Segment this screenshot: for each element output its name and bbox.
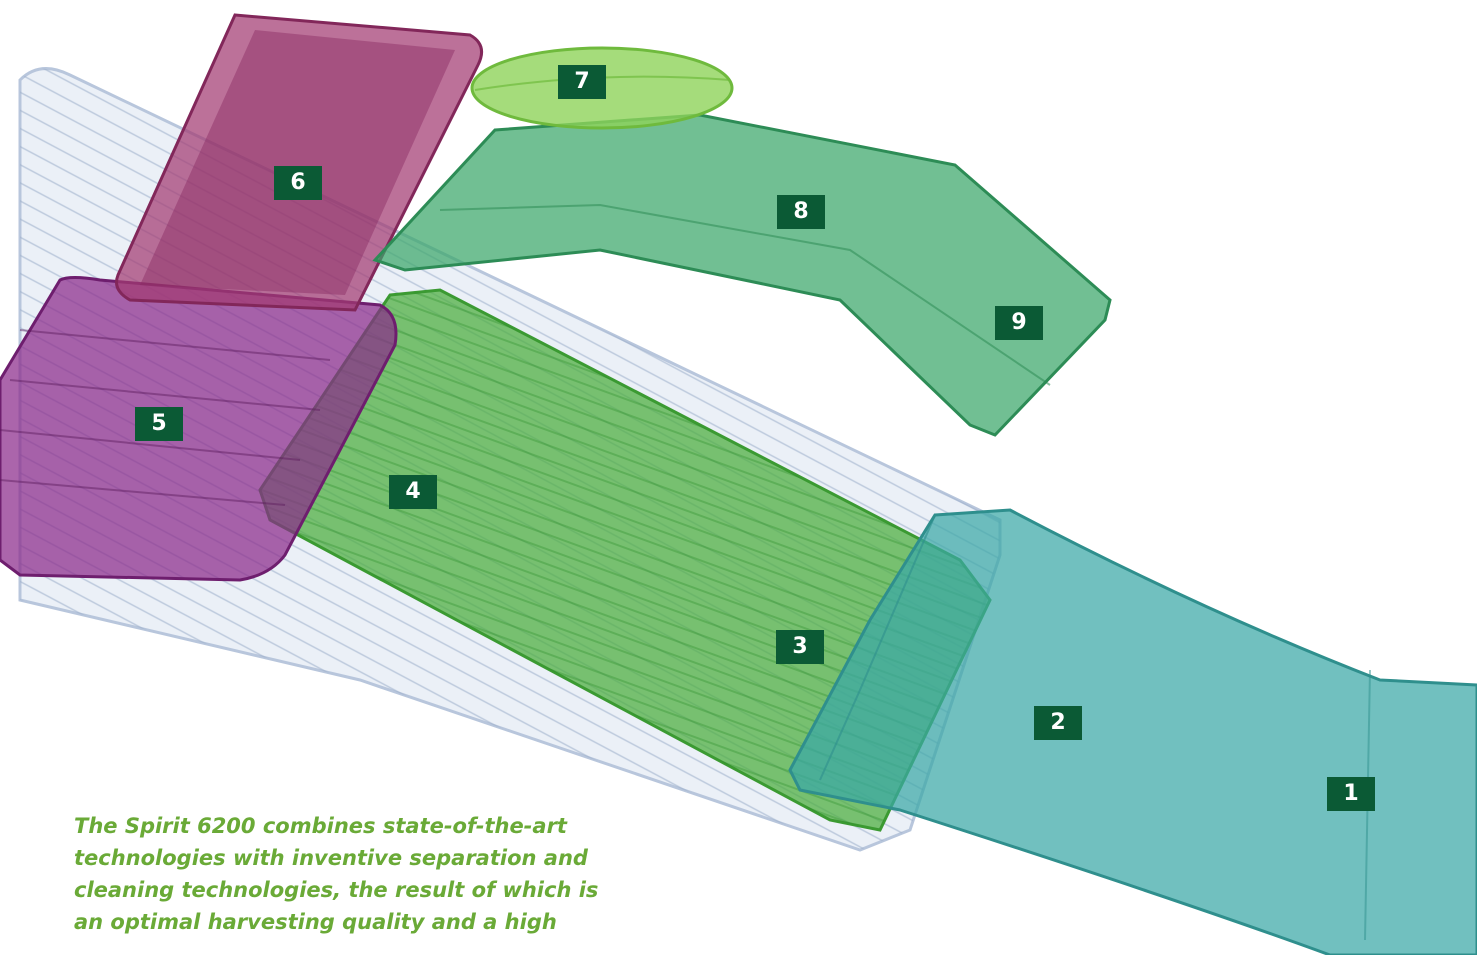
caption-line-2: technologies with inventive separation a… <box>74 846 588 870</box>
part-label-5: 5 <box>135 407 183 441</box>
part-label-2: 2 <box>1034 706 1082 740</box>
threshing-unit <box>0 276 398 582</box>
part-label-8: 8 <box>777 195 825 229</box>
part-label-1: 1 <box>1327 777 1375 811</box>
part-label-3: 3 <box>776 630 824 664</box>
part-label-7: 7 <box>558 65 606 99</box>
caption: The Spirit 6200 combines state-of-the-ar… <box>74 810 634 938</box>
part-label-9: 9 <box>995 306 1043 340</box>
part-label-6: 6 <box>274 166 322 200</box>
caption-line-3: cleaning technologies, the result of whi… <box>74 878 599 902</box>
grain-elevator <box>372 113 1112 437</box>
upper-chamber <box>115 13 484 312</box>
caption-line-4: an optimal harvesting quality and a high <box>74 910 557 934</box>
caption-line-1: The Spirit 6200 combines state-of-the-ar… <box>74 814 567 838</box>
part-label-4: 4 <box>389 475 437 509</box>
